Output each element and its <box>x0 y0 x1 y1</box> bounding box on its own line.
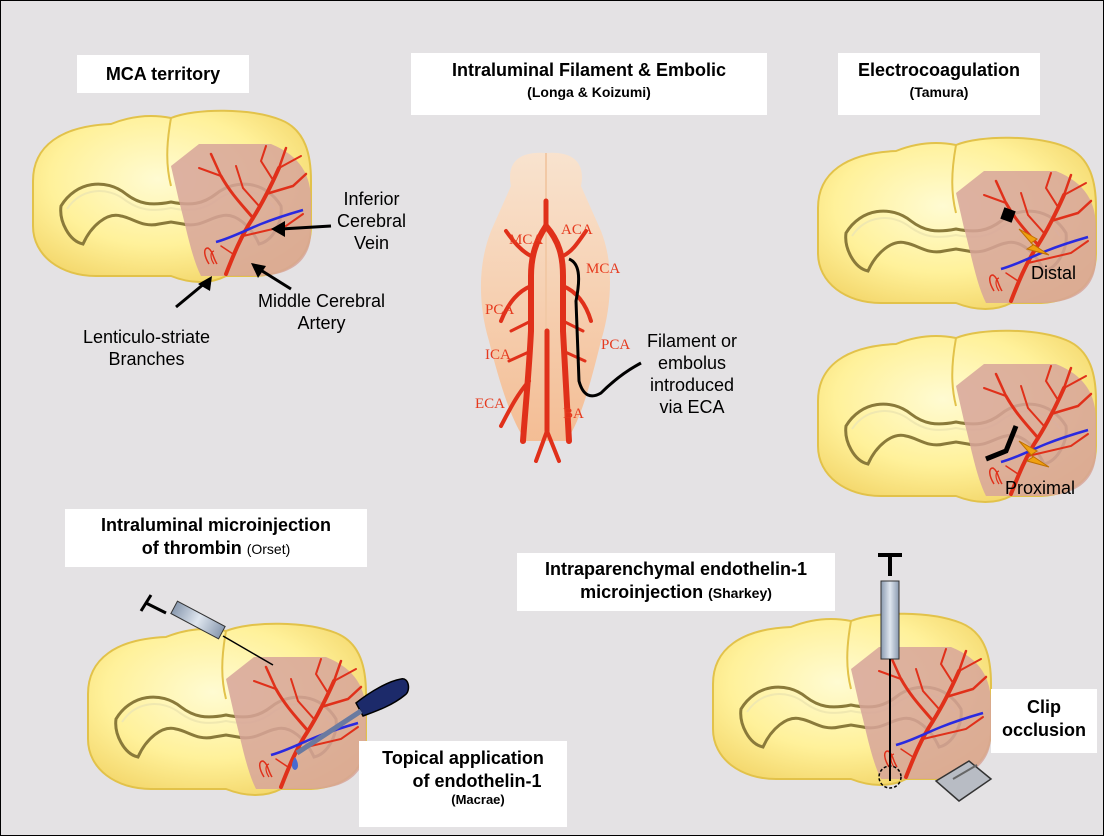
thrombin-title-box: Intraluminal microinjection of thrombin … <box>65 509 367 567</box>
clip-title-box: Clip occlusion <box>991 689 1097 753</box>
vessel-label: PCA <box>601 337 630 353</box>
vessel-label: ACA <box>561 222 593 238</box>
vessel-label: ECA <box>475 396 505 412</box>
vessel-label: PCA <box>485 302 514 318</box>
topical-title-box: Topical application of endothelin-1 (Mac… <box>359 741 567 827</box>
electro-title-box: Electrocoagulation (Tamura) <box>838 53 1040 115</box>
electro-proximal-brain <box>818 331 1096 502</box>
filament-subtitle: (Longa & Koizumi) <box>411 84 767 102</box>
electro-title: Electrocoagulation <box>838 59 1040 82</box>
electro-subtitle: (Tamura) <box>838 84 1040 102</box>
intraparenchymal-brain <box>713 614 991 785</box>
mca-territory-title: MCA territory <box>77 55 249 93</box>
intraparenchymal-title-box: Intraparenchymal endothelin-1 microinjec… <box>517 553 835 611</box>
rodent-brain-ventral-view: MCA ACA MCA PCA PCA ICA ECA BA <box>475 153 641 461</box>
proximal-label: Proximal <box>1005 478 1075 500</box>
mca-territory-brain <box>33 111 311 282</box>
filament-title: Intraluminal Filament & Embolic <box>411 59 767 82</box>
vessel-label: BA <box>563 406 584 422</box>
filament-title-box: Intraluminal Filament & Embolic (Longa &… <box>411 53 767 115</box>
filament-note: Filament or embolus introduced via ECA <box>647 331 737 419</box>
distal-label: Distal <box>1031 263 1076 285</box>
vein-label: Inferior Cerebral Vein <box>337 189 406 255</box>
vessel-label: ICA <box>485 347 511 363</box>
thrombin-brain <box>88 624 366 795</box>
vessel-label: MCA <box>586 261 620 277</box>
vessel-label: MCA <box>509 232 543 248</box>
artery-label: Middle Cerebral Artery <box>258 291 385 335</box>
lenticulo-striate-label: Lenticulo-striate Branches <box>83 327 210 371</box>
